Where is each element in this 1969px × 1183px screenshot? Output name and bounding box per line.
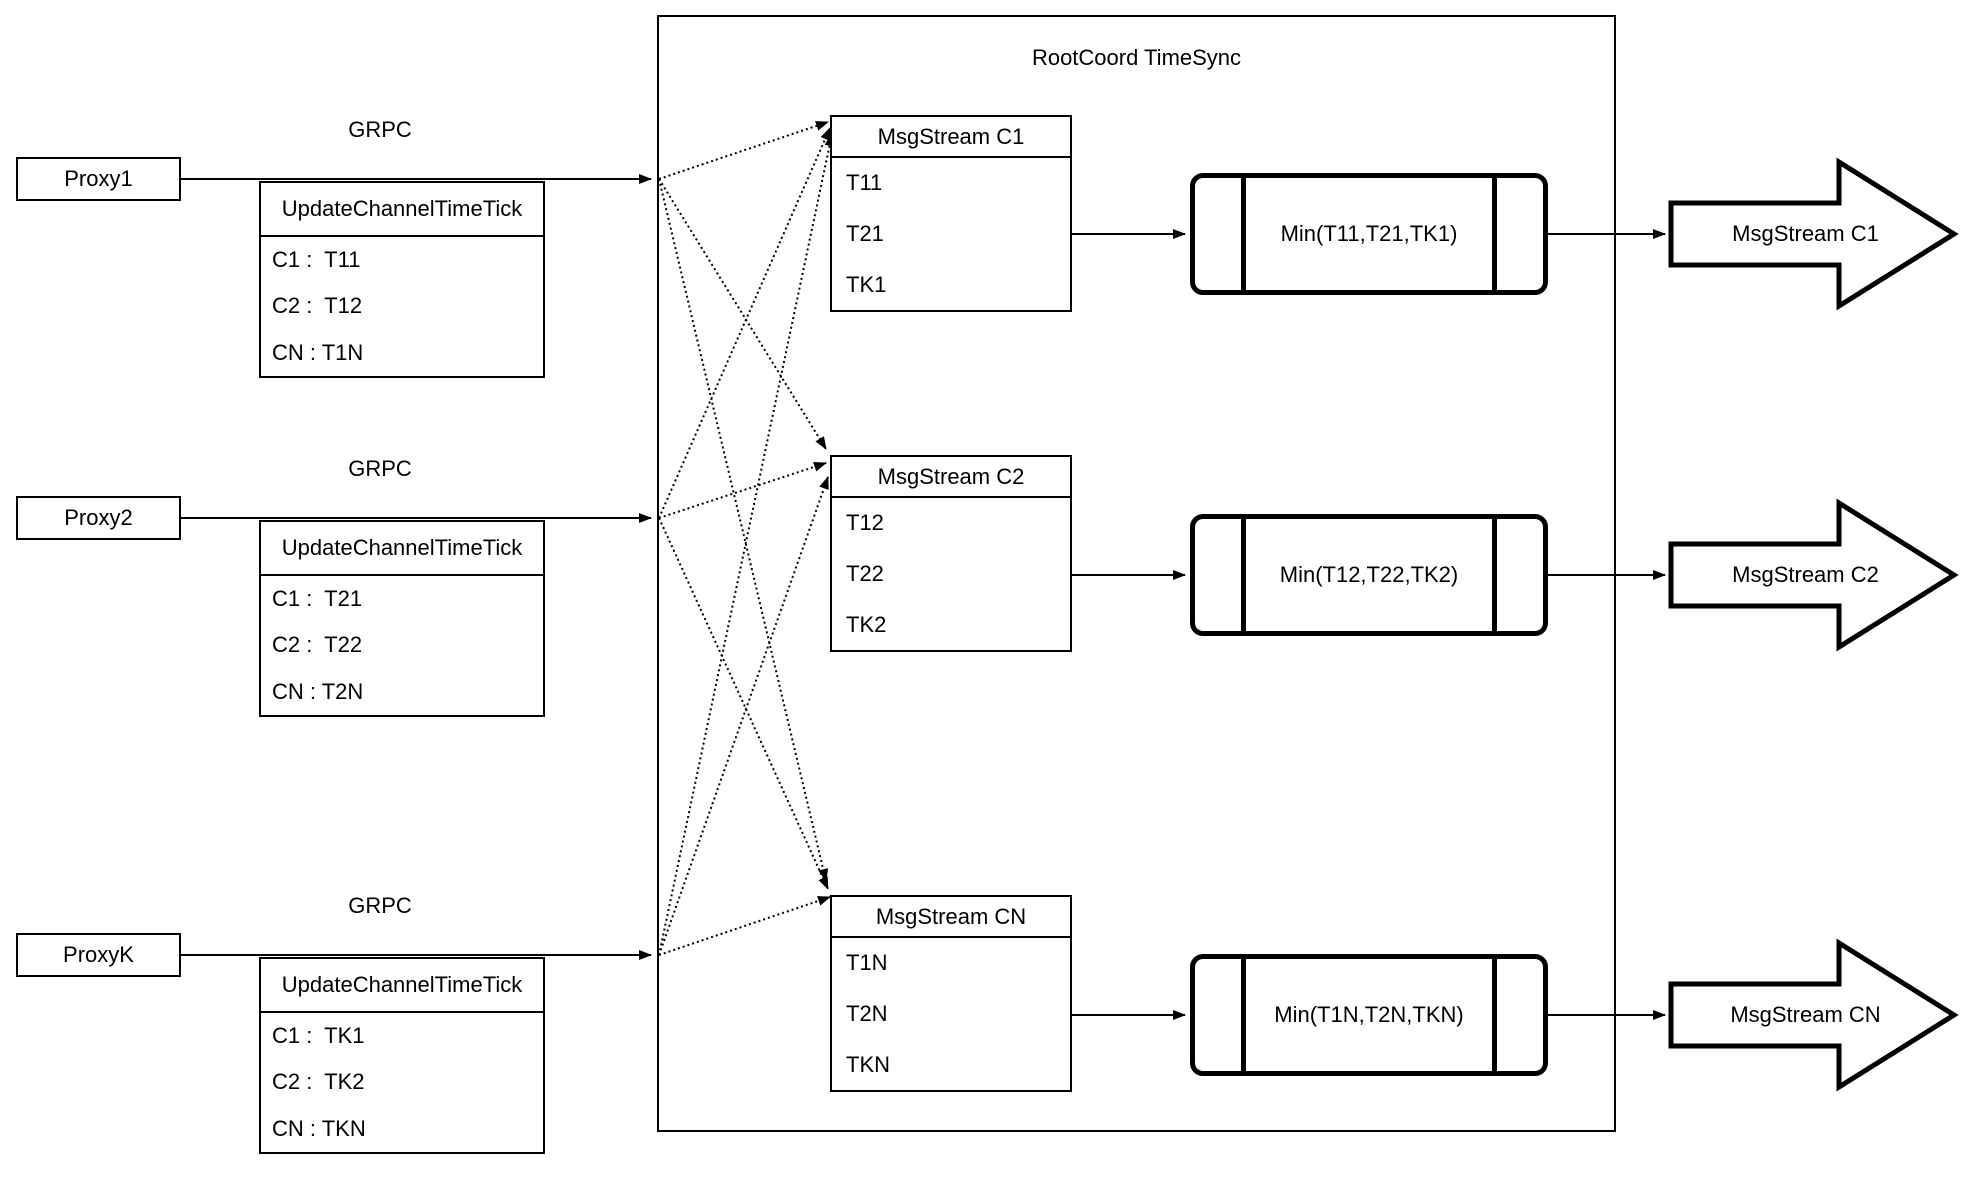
output-arrow-c1: MsgStream C1	[1668, 157, 1959, 311]
table-cell: T11	[846, 170, 883, 196]
min-label-2: Min(T12,T22,TK2)	[1279, 562, 1459, 587]
table-cell: C2 : T22	[272, 632, 363, 658]
min-label-3: Min(T1N,T2N,TKN)	[1274, 1002, 1464, 1027]
table-cell: T12	[846, 510, 884, 536]
proxy2-box: Proxy2	[16, 496, 181, 540]
table-cell: TK1	[846, 271, 887, 297]
update-timetick-table-2: UpdateChannelTimeTick C1 : T21 C2 : T22 …	[259, 520, 545, 717]
dotted-p2-c1	[658, 127, 831, 519]
msgstream-table-header-c2: MsgStream C2	[832, 457, 1070, 498]
table-cell: C2 : T12	[272, 293, 363, 319]
min-label-1: Min(T11,T21,TK1)	[1280, 221, 1458, 246]
update-timetick-table-1: UpdateChannelTimeTick C1 : T11 C2 : T12 …	[259, 181, 545, 378]
output-arrow-cn: MsgStream CN	[1668, 938, 1959, 1092]
block-arrow-shape	[1668, 157, 1959, 311]
rootcoord-timesync-box: RootCoord TimeSync	[657, 15, 1616, 1132]
dotted-p2-c2	[658, 462, 827, 519]
msgstream-table-body-c1: T11 T21 TK1	[832, 158, 1070, 310]
table-cell: T22	[846, 561, 884, 586]
msgstream-table-body-cn: T1N T2N TKN	[832, 938, 1070, 1090]
proxy1-box: Proxy1	[16, 157, 181, 201]
output-arrow-c2: MsgStream C2	[1668, 498, 1959, 652]
table-cell: T21	[846, 221, 884, 246]
table-cell: CN : T1N	[272, 339, 364, 365]
output-arrow-label-c1: MsgStream C1	[1732, 221, 1879, 246]
grpc-label-2: GRPC	[348, 456, 412, 481]
table-cell: C1 : T21	[272, 586, 363, 612]
update-timetick-body-2: C1 : T21 C2 : T22 CN : T2N	[261, 576, 543, 715]
min-box-divider-left	[1241, 959, 1246, 1071]
dotted-pk-c2	[658, 476, 829, 956]
table-cell: C1 : T11	[272, 247, 361, 273]
rootcoord-title: RootCoord TimeSync	[1031, 45, 1242, 70]
output-arrow-label-c2: MsgStream C2	[1732, 562, 1879, 587]
dotted-p1-c2	[658, 178, 827, 450]
msgstream-table-header-cn: MsgStream CN	[832, 897, 1070, 938]
table-cell: TKN	[846, 1051, 890, 1077]
min-box-1: Min(T11,T21,TK1)	[1190, 173, 1548, 295]
proxyk-box: ProxyK	[16, 933, 181, 977]
min-box-3: Min(T1N,T2N,TKN)	[1190, 954, 1548, 1076]
dotted-p2-cn	[658, 517, 829, 890]
dotted-pk-cn	[658, 896, 831, 956]
output-arrow-label-cn: MsgStream CN	[1730, 1002, 1881, 1027]
msgstream-table-body-c2: T12 T22 TK2	[832, 498, 1070, 650]
msgstream-table-header-c1: MsgStream C1	[832, 117, 1070, 158]
proxyk-label: ProxyK	[63, 942, 134, 967]
table-cell: TK2	[846, 611, 887, 637]
min-box-divider-left	[1241, 519, 1246, 631]
min-box-divider-right	[1492, 178, 1497, 290]
msgstream-table-c1: MsgStream C1 T11 T21 TK1	[830, 115, 1072, 312]
table-cell: C1 : TK1	[272, 1023, 365, 1049]
grpc-label-1: GRPC	[348, 117, 412, 142]
table-cell: T1N	[846, 950, 888, 976]
min-box-2: Min(T12,T22,TK2)	[1190, 514, 1548, 636]
block-arrow-shape	[1668, 498, 1959, 652]
proxy2-label: Proxy2	[64, 505, 133, 530]
min-box-divider-left	[1241, 178, 1246, 290]
update-timetick-body-1: C1 : T11 C2 : T12 CN : T1N	[261, 237, 543, 376]
update-timetick-body-3: C1 : TK1 C2 : TK2 CN : TKN	[261, 1013, 543, 1152]
dotted-p1-c1	[658, 121, 829, 180]
update-timetick-table-3: UpdateChannelTimeTick C1 : TK1 C2 : TK2 …	[259, 957, 545, 1154]
grpc-label-3: GRPC	[348, 893, 412, 918]
table-cell: C2 : TK2	[272, 1069, 365, 1095]
table-cell: CN : TKN	[272, 1115, 366, 1141]
msgstream-table-cn: MsgStream CN T1N T2N TKN	[830, 895, 1072, 1092]
update-timetick-header-3: UpdateChannelTimeTick	[261, 959, 543, 1013]
update-timetick-header-2: UpdateChannelTimeTick	[261, 522, 543, 576]
min-box-divider-right	[1492, 519, 1497, 631]
min-box-divider-right	[1492, 959, 1497, 1071]
dotted-p1-cn	[658, 178, 829, 882]
msgstream-table-c2: MsgStream C2 T12 T22 TK2	[830, 455, 1072, 652]
block-arrow-shape	[1668, 938, 1959, 1092]
update-timetick-header-1: UpdateChannelTimeTick	[261, 183, 543, 237]
table-cell: T2N	[846, 1001, 888, 1026]
table-cell: CN : T2N	[272, 678, 364, 704]
proxy1-label: Proxy1	[64, 166, 133, 191]
